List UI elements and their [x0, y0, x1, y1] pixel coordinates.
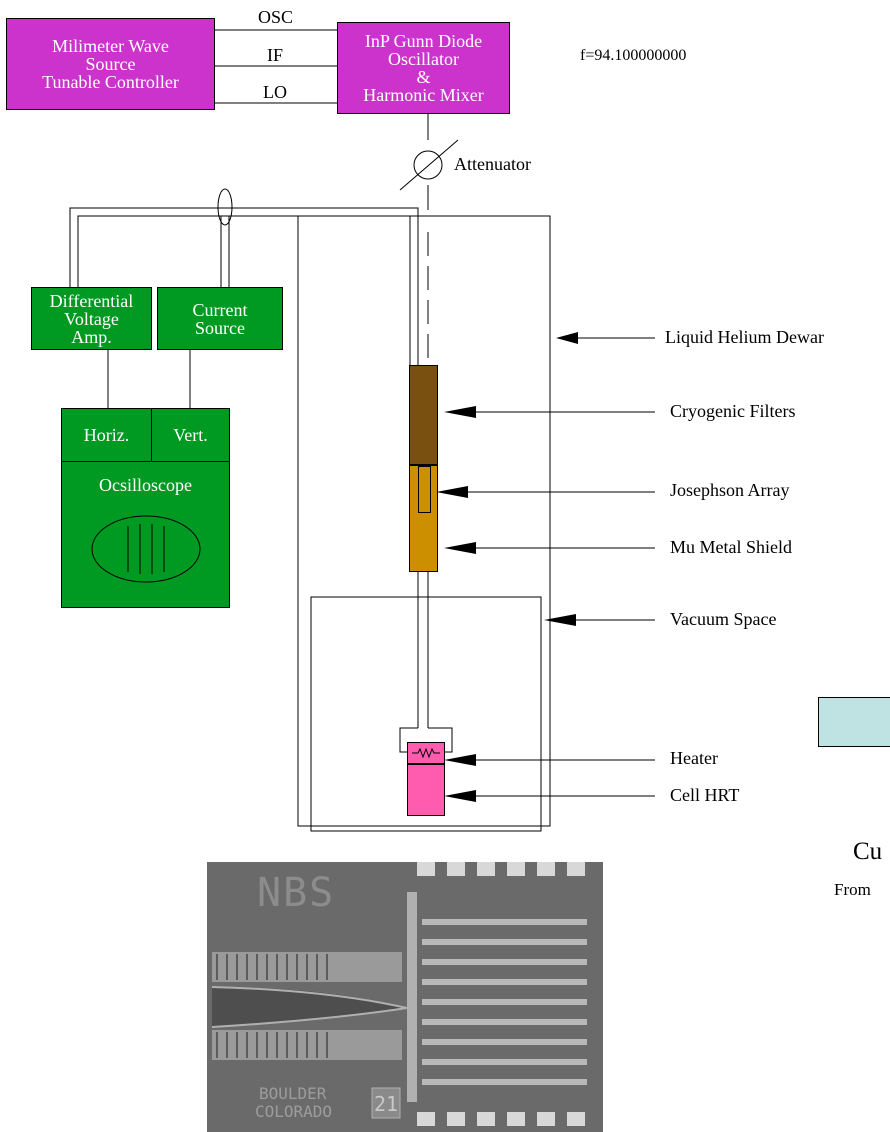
oscilloscope-vert-section: Vert.	[152, 409, 229, 462]
right-fragment-line-2: From	[834, 880, 871, 899]
chip-location-line-1: BOULDER	[259, 1084, 327, 1103]
josephson-chip-photo: NBS BOULDER COLORADO 21	[207, 862, 603, 1132]
pointer-arrows	[436, 332, 655, 802]
amp-line-2: Voltage	[64, 308, 119, 329]
label-cryogenic-filters: Cryogenic Filters	[670, 401, 796, 421]
heater-resistor-icon	[412, 747, 440, 759]
label-cell-hrt: Cell HRT	[670, 785, 740, 805]
lo-label: LO	[263, 82, 287, 102]
source-line-2: Source	[85, 54, 136, 74]
source-line-1: Milimeter Wave	[52, 36, 169, 56]
chip-number: 21	[374, 1092, 399, 1116]
light-blue-box	[818, 697, 890, 747]
right-fragment-line-1: Cu	[853, 838, 883, 865]
amp-line-3: Amp.	[71, 326, 112, 347]
oscilloscope-screen	[91, 515, 201, 583]
attenuator-symbol	[413, 150, 443, 180]
chip-brand-text: NBS	[257, 870, 336, 916]
source-line-3: Tunable Controller	[42, 72, 179, 92]
amp-line-1: Differential	[49, 290, 134, 311]
current-source-line-2: Source	[195, 317, 245, 338]
cryogenic-filters-block	[409, 365, 438, 465]
oscilloscope-title: Ocsilloscope	[99, 475, 192, 495]
cell-hrt	[407, 764, 445, 816]
oscilloscope: Horiz. Vert. Ocsilloscope	[61, 408, 230, 608]
current-source-line-1: Current	[192, 299, 248, 320]
label-vacuum-space: Vacuum Space	[670, 609, 777, 629]
oscillator-line-3: &	[416, 67, 431, 87]
current-source-box: Current Source	[157, 287, 283, 350]
chip-photo-graphic	[207, 862, 603, 1132]
frequency-readout: f=94.100000000	[580, 47, 687, 64]
label-josephson-array: Josephson Array	[670, 480, 790, 500]
heater-element	[407, 742, 445, 764]
chip-location-line-2: COLORADO	[255, 1102, 333, 1121]
differential-voltage-amp-box: Differential Voltage Amp.	[31, 287, 152, 350]
oscilloscope-vert-label: Vert.	[173, 424, 208, 445]
mu-metal-shield-block	[409, 465, 438, 572]
oscillator-line-1: InP Gunn Diode	[364, 31, 483, 51]
oscilloscope-horiz-label: Horiz.	[83, 424, 130, 445]
oscilloscope-horiz-section: Horiz.	[62, 409, 152, 462]
josephson-array-chip	[418, 466, 431, 513]
gunn-oscillator-mixer-box: InP Gunn Diode Oscillator & Harmonic Mix…	[337, 22, 510, 114]
osc-label: OSC	[258, 7, 294, 27]
label-mu-metal-shield: Mu Metal Shield	[670, 537, 792, 557]
label-heater: Heater	[670, 748, 718, 768]
current-clamp-symbol	[217, 188, 233, 226]
oscillator-line-2: Oscillator	[388, 49, 459, 69]
oscillator-line-4: Harmonic Mixer	[363, 85, 484, 105]
if-label: IF	[267, 45, 284, 65]
label-liquid-helium-dewar: Liquid Helium Dewar	[665, 327, 824, 347]
attenuator-label: Attenuator	[454, 154, 531, 174]
millimeter-wave-source-box: Milimeter Wave Source Tunable Controller	[6, 18, 215, 110]
